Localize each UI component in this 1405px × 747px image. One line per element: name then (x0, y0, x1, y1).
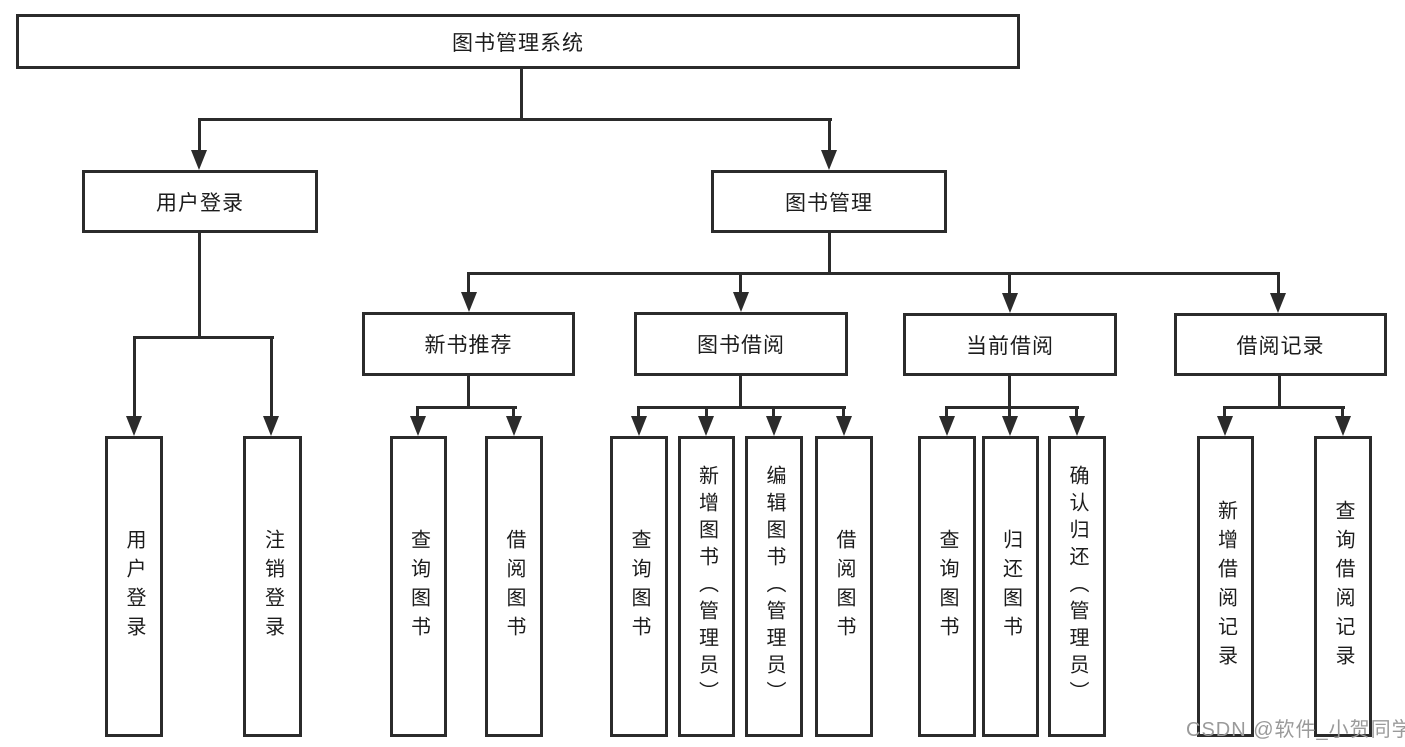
connector-line (828, 233, 831, 275)
connector-line (198, 118, 832, 121)
connector-line (842, 406, 845, 418)
connector-line (637, 406, 640, 418)
connector-line (417, 406, 517, 409)
arrow-down-icon (1270, 293, 1286, 313)
connector-line (1008, 376, 1011, 408)
arrow-down-icon (1069, 416, 1085, 436)
node-user-login: 用户登录 (82, 170, 318, 233)
arrow-down-icon (821, 150, 837, 170)
connector-line (133, 336, 274, 339)
connector-line (1277, 272, 1280, 294)
connector-line (512, 406, 515, 418)
connector-line (270, 336, 273, 418)
connector-line (133, 336, 136, 418)
connector-line (416, 406, 419, 418)
connector-line (467, 272, 470, 294)
connector-line (946, 406, 1079, 409)
arrow-down-icon (698, 416, 714, 436)
connector-line (520, 69, 523, 120)
arrow-down-icon (1002, 416, 1018, 436)
connector-line (739, 376, 742, 408)
arrow-down-icon (939, 416, 955, 436)
leaf-query-books-3: 查询图书 (918, 436, 976, 737)
connector-line (1008, 272, 1011, 294)
arrow-down-icon (836, 416, 852, 436)
leaf-user-login: 用户登录 (105, 436, 163, 737)
connector-line (1224, 406, 1345, 409)
leaf-borrow-books-2: 借阅图书 (815, 436, 873, 737)
arrow-down-icon (126, 416, 142, 436)
connector-line (1278, 376, 1281, 408)
leaf-return-books: 归还图书 (982, 436, 1039, 737)
leaf-query-books-1: 查询图书 (390, 436, 447, 737)
arrow-down-icon (631, 416, 647, 436)
arrow-down-icon (461, 292, 477, 312)
arrow-down-icon (191, 150, 207, 170)
connector-line (1075, 406, 1078, 418)
csdn-watermark: CSDN @软件_小贺同学 (1186, 719, 1405, 741)
leaf-query-borrow-record: 查询借阅记录 (1314, 436, 1372, 737)
connector-line (638, 406, 846, 409)
connector-line (1341, 406, 1344, 418)
connector-line (198, 118, 201, 152)
arrow-down-icon (1002, 293, 1018, 313)
leaf-borrow-books-1: 借阅图书 (485, 436, 543, 737)
arrow-down-icon (1217, 416, 1233, 436)
connector-line (739, 272, 742, 294)
arrow-down-icon (1335, 416, 1351, 436)
leaf-add-borrow-record: 新增借阅记录 (1197, 436, 1254, 737)
connector-line (705, 406, 708, 418)
leaf-add-books-admin: 新增图书（管理员） (678, 436, 735, 737)
arrow-down-icon (410, 416, 426, 436)
node-book-management: 图书管理 (711, 170, 947, 233)
connector-line (198, 233, 201, 339)
leaf-confirm-return-admin: 确认归还（管理员） (1048, 436, 1106, 737)
node-borrow-records: 借阅记录 (1174, 313, 1387, 376)
arrow-down-icon (733, 292, 749, 312)
connector-line (772, 406, 775, 418)
connector-line (467, 376, 470, 408)
connector-line (468, 272, 1280, 275)
node-library-management-system: 图书管理系统 (16, 14, 1020, 69)
arrow-down-icon (766, 416, 782, 436)
node-book-borrow: 图书借阅 (634, 312, 848, 376)
connector-line (945, 406, 948, 418)
leaf-logout: 注销登录 (243, 436, 302, 737)
leaf-query-books-2: 查询图书 (610, 436, 668, 737)
arrow-down-icon (263, 416, 279, 436)
connector-line (1223, 406, 1226, 418)
arrow-down-icon (506, 416, 522, 436)
node-new-book-recommend: 新书推荐 (362, 312, 575, 376)
connector-line (828, 118, 831, 152)
node-current-borrow: 当前借阅 (903, 313, 1117, 376)
leaf-edit-books-admin: 编辑图书（管理员） (745, 436, 803, 737)
connector-line (1008, 406, 1011, 418)
